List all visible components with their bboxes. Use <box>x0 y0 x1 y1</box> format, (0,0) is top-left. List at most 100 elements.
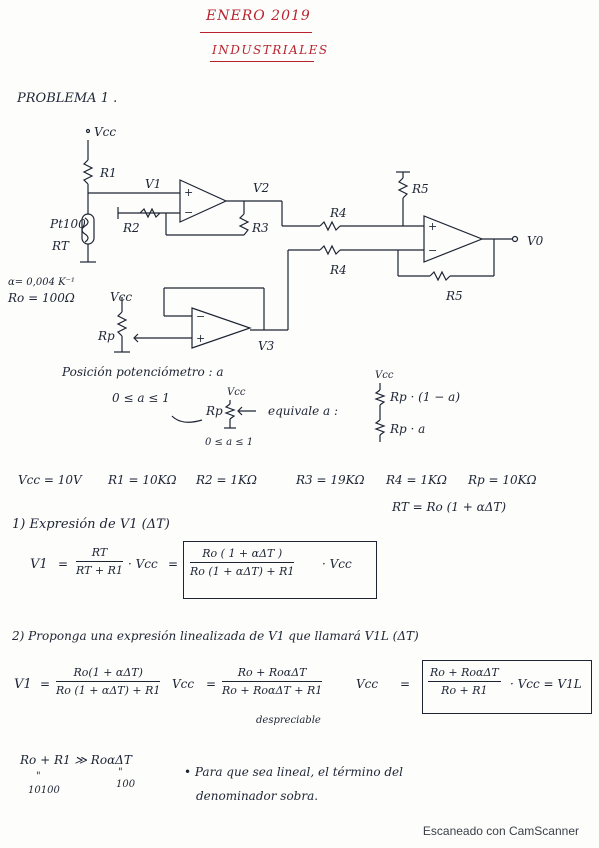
opamp-3 <box>423 215 484 263</box>
alpha-label: α= 0,004 K⁻¹ <box>8 277 75 288</box>
q2-answer-box <box>422 660 592 714</box>
r5b-resistor <box>429 270 451 282</box>
value-r1: R1 = 10KΩ <box>108 473 177 487</box>
r4a-resistor <box>319 220 341 232</box>
q1-vcc-1: · Vcc <box>128 557 158 571</box>
q2-vcc-1: Vcc <box>172 677 195 691</box>
r1-resistor <box>82 159 94 185</box>
q2-eq3: = <box>400 677 411 691</box>
q2-f1-num: Ro(1 + αΔT) <box>56 666 161 682</box>
exam-date: ENERO 2019 <box>206 8 311 24</box>
v2-label: V2 <box>253 181 270 195</box>
problem-title: PROBLEMA 1 . <box>17 91 118 106</box>
vcc-top-label: Vcc <box>94 125 117 139</box>
r3-resistor <box>238 213 250 236</box>
q1-fraction-2: Ro ( 1 + αΔT ) Ro (1 + αΔT) + R1 <box>190 547 295 578</box>
opamp1-plus: + <box>184 186 193 199</box>
camscanner-watermark: Escaneado con CamScanner <box>422 824 579 838</box>
q2-result: · Vcc = V1L <box>510 677 582 691</box>
r2-resistor <box>139 207 161 219</box>
r1-label: R1 <box>100 166 117 180</box>
q2-eq: = <box>40 677 51 691</box>
q1-title: 1) Expresión de V1 (ΔT) <box>12 517 170 532</box>
q2-title: 2) Proponga una expresión linealizada de… <box>12 629 419 643</box>
header-divider <box>200 32 312 33</box>
value-r4: R4 = 1KΩ <box>386 473 447 487</box>
opamp2-plus: + <box>196 332 205 345</box>
pot-vcc-right: Vcc <box>375 370 394 381</box>
q2-fraction-1: Ro(1 + αΔT) Ro (1 + αΔT) + R1 <box>56 666 161 697</box>
vcc-node <box>85 128 91 134</box>
vcc-pot-label: Vcc <box>110 290 133 304</box>
rp-potentiometer <box>116 311 128 337</box>
q1-fraction-1: RT RT + R1 <box>76 546 123 577</box>
note-line-2: denominador sobra. <box>196 789 319 803</box>
pot-range-below: 0 ≤ a ≤ 1 <box>205 437 254 448</box>
pot-rp-label: Rp <box>206 404 223 418</box>
opamp3-plus: + <box>428 220 437 233</box>
r5a-label: R5 <box>412 182 429 196</box>
value-r2: R2 = 1KΩ <box>196 473 257 487</box>
q1-f1-num: RT <box>76 546 123 562</box>
pot-title: Posición potenciómetro : a <box>62 365 224 379</box>
exam-subject: INDUSTRIALES <box>212 43 329 57</box>
r4b-resistor <box>319 244 341 256</box>
vo-terminal <box>511 235 519 243</box>
r4b-label: R4 <box>330 263 347 277</box>
pot-rp-upper: Rp · (1 − a) <box>390 390 460 404</box>
value-r3: R3 = 19KΩ <box>296 473 365 487</box>
r4a-label: R4 <box>330 206 347 220</box>
opamp3-minus: − <box>428 244 437 257</box>
q2-fraction-3: Ro + RoαΔT Ro + R1 <box>428 666 501 697</box>
q1-answer-box <box>183 541 377 599</box>
value-rt: RT = Ro (1 + αΔT) <box>392 500 507 514</box>
q1-f2-num: Ro ( 1 + αΔT ) <box>190 547 295 563</box>
q2-vcc-2: Vcc <box>356 677 379 691</box>
r3-label: R3 <box>252 221 269 235</box>
pot-arrow <box>171 415 203 423</box>
q1-eq2: = <box>168 557 179 571</box>
rt-label: RT <box>52 239 69 253</box>
q1-lhs: V1 <box>30 557 48 572</box>
value-rp: Rp = 10KΩ <box>468 473 537 487</box>
r0-label: Ro = 100Ω <box>8 291 75 305</box>
opamp-1 <box>179 179 228 223</box>
pot-symbol-left <box>224 403 236 420</box>
q2-eq2: = <box>206 677 217 691</box>
vo-label: V0 <box>527 234 544 248</box>
opamp1-minus: − <box>184 206 193 219</box>
value-10100: 10100 <box>28 785 60 796</box>
q1-f1-den: RT + R1 <box>76 564 123 577</box>
q2-despreciable: despreciable <box>256 715 321 726</box>
q2-fraction-2: Ro + RoαΔT Ro + RoαΔT + R1 <box>222 666 323 697</box>
pot-rp-lower: Rp · a <box>390 422 426 436</box>
q2-f2-den: Ro + RoαΔT + R1 <box>222 684 323 697</box>
pot-lower-resistor <box>374 419 386 436</box>
rp-label: Rp <box>98 329 115 343</box>
pot-vcc-left: Vcc <box>227 387 246 398</box>
value-vcc: Vcc = 10V <box>18 473 82 487</box>
opamp-2 <box>191 307 252 349</box>
q1-vcc-2: · Vcc <box>322 557 352 571</box>
inequality: Ro + R1 ≫ RoαΔT <box>20 753 132 767</box>
note-line-1: • Para que sea lineal, el término del <box>184 765 403 779</box>
v3-label: V3 <box>258 339 275 353</box>
q2-f3-den: Ro + R1 <box>441 684 488 697</box>
subject-underline <box>210 61 314 62</box>
value-100: 100 <box>116 779 136 790</box>
r5b-label: R5 <box>446 289 463 303</box>
pot-equivale: equivale a : <box>268 404 339 418</box>
r5a-resistor <box>397 177 409 199</box>
opamp2-minus: − <box>196 310 205 323</box>
pot-range: 0 ≤ a ≤ 1 <box>112 391 170 405</box>
q1-eq: = <box>58 557 69 571</box>
q2-f1-den: Ro (1 + αΔT) + R1 <box>56 684 161 697</box>
pot-upper-resistor <box>374 389 386 406</box>
r2-label: R2 <box>123 221 140 235</box>
q2-f3-num: Ro + RoαΔT <box>428 666 501 682</box>
v1-label: V1 <box>145 177 162 191</box>
quote-mark-1: " <box>36 771 41 782</box>
q2-f2-num: Ro + RoαΔT <box>222 666 323 682</box>
